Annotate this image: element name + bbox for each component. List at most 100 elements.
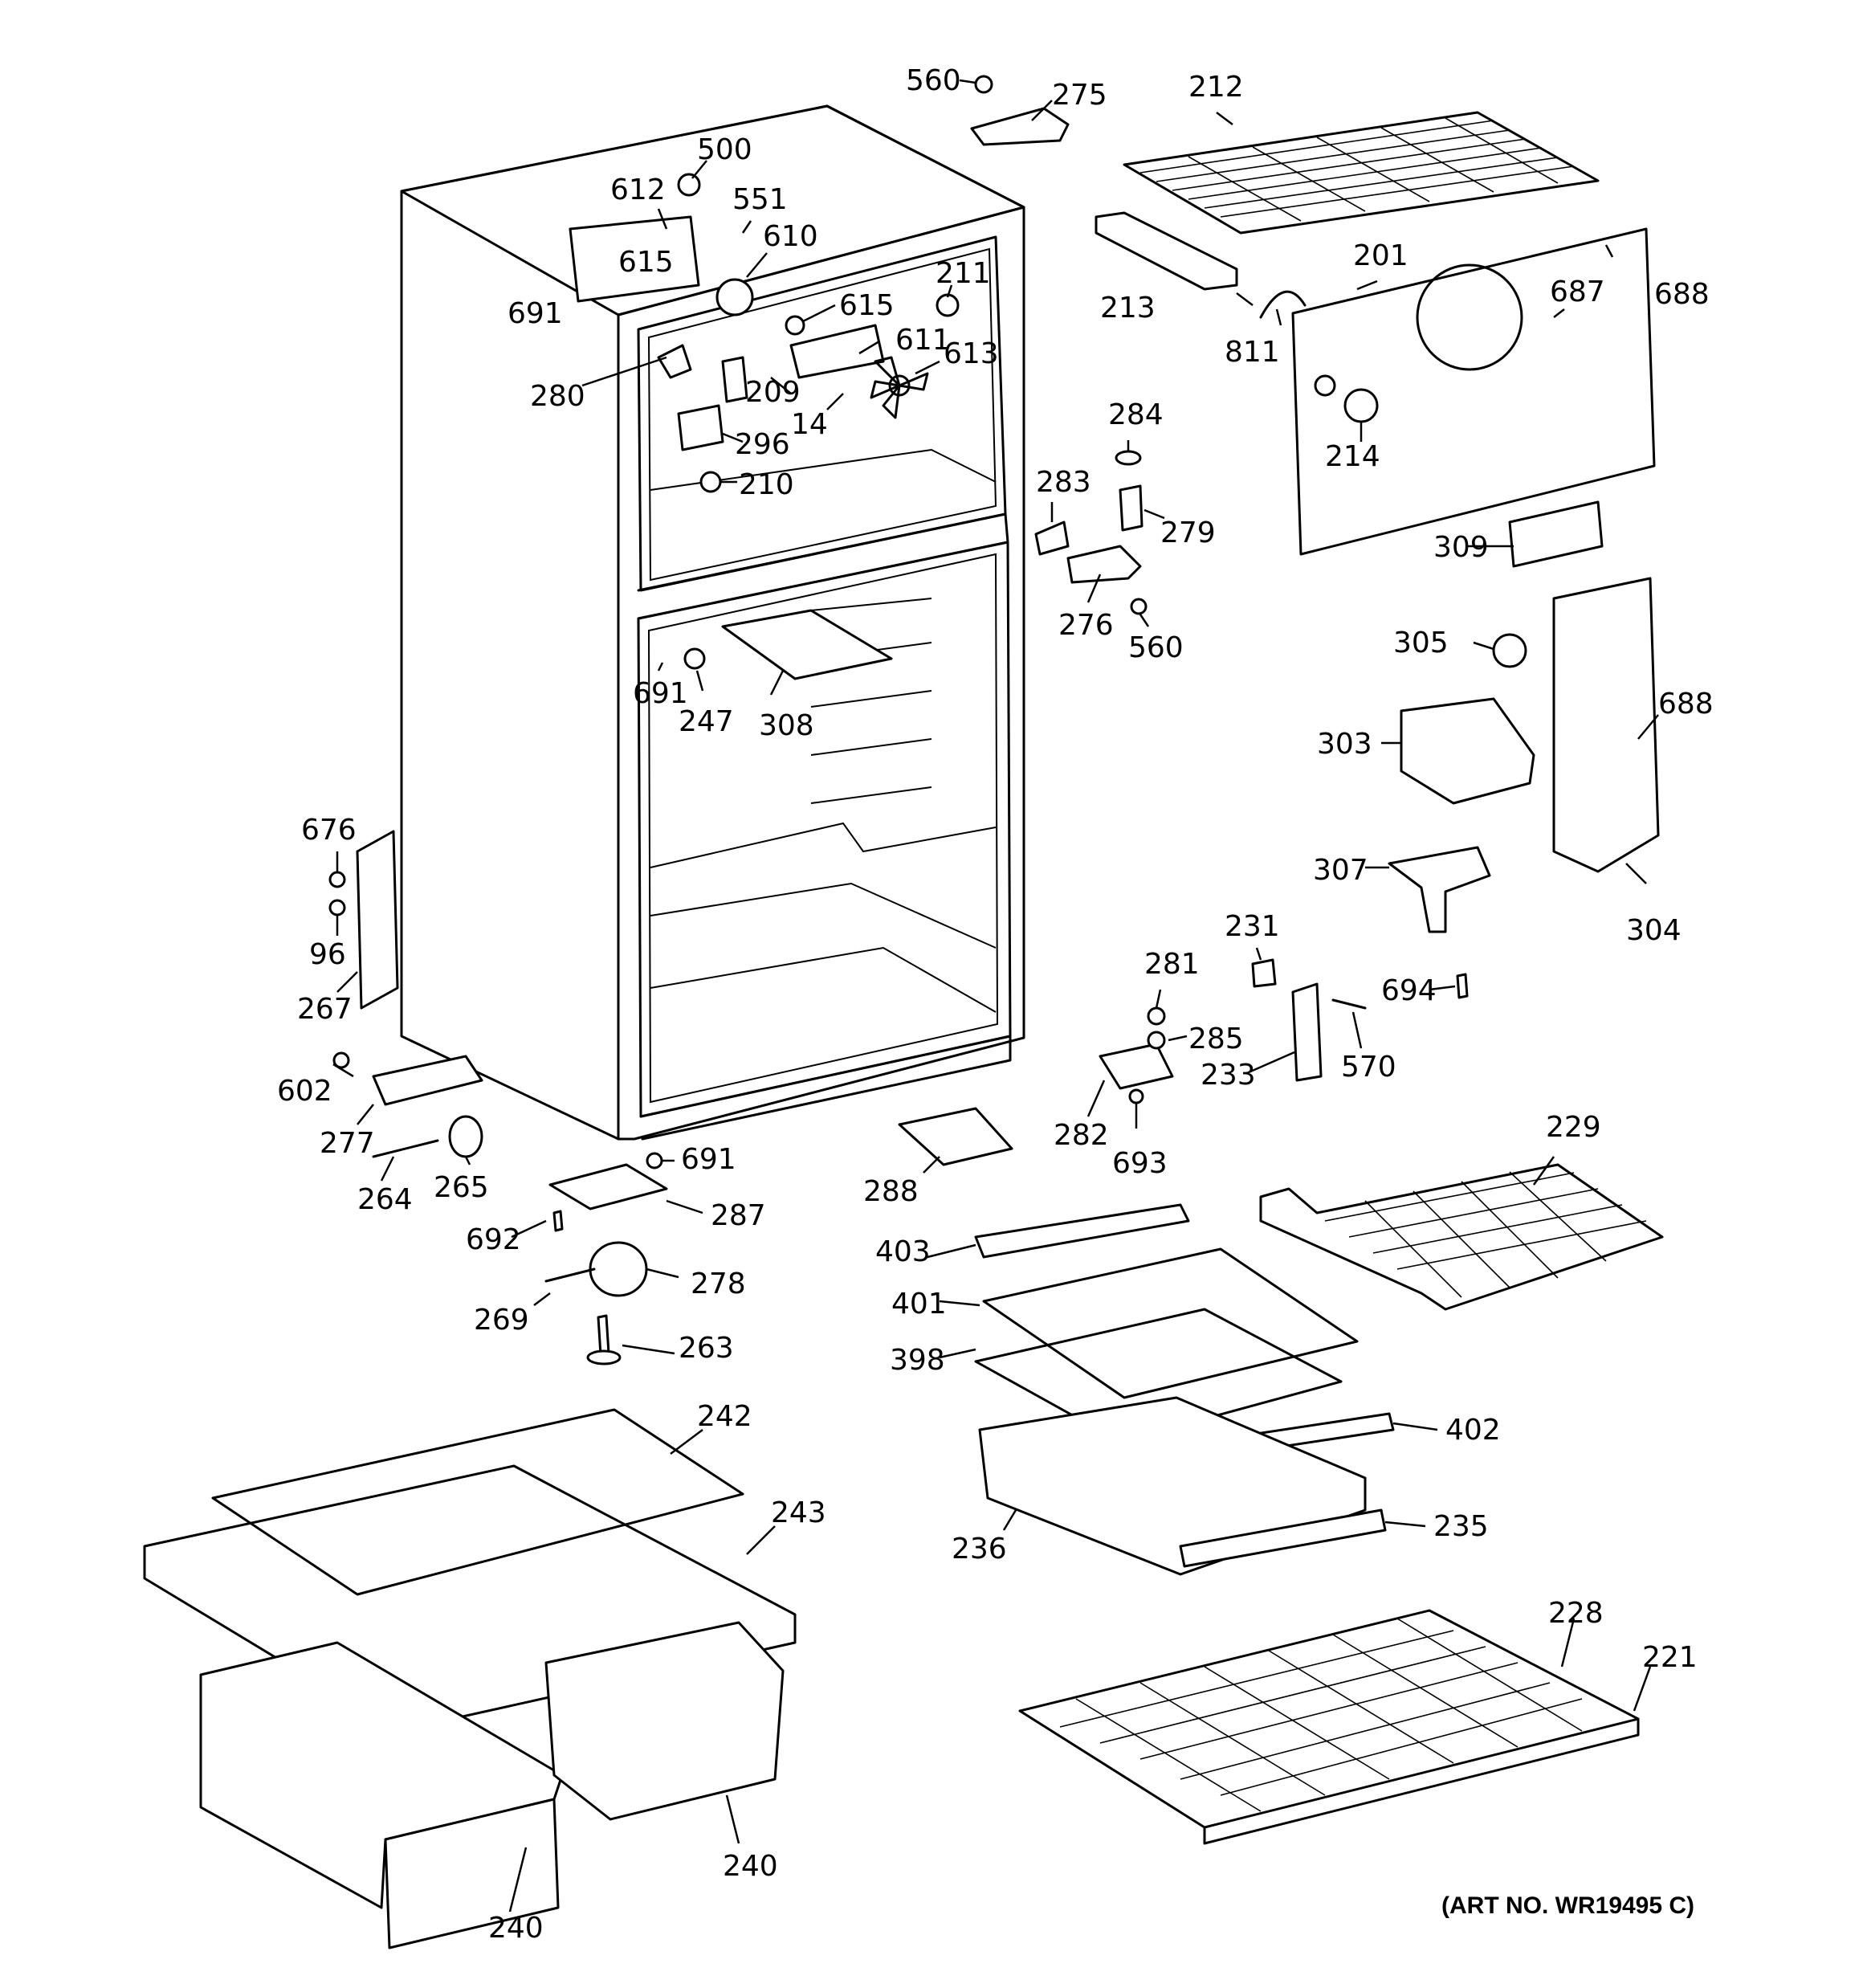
callout-676: 676 [301,814,357,847]
callout-612: 612 [610,173,666,206]
nut-281 [1147,1006,1166,1026]
callout-211: 211 [936,257,991,290]
hinge-267 [356,830,399,1010]
rail-233 [1291,982,1323,1082]
callout-309: 309 [1433,531,1489,564]
callout-275: 275 [1052,79,1107,112]
bracket-283 [1034,520,1070,556]
hinge-276 [1066,545,1142,584]
dispenser-assembly [1388,577,1660,999]
callout-282: 282 [1054,1119,1109,1152]
callout-308: 308 [759,709,814,742]
screw-210 [699,471,722,493]
part-247 [683,647,706,670]
part-231 [1251,958,1277,988]
callout-278: 278 [691,1268,746,1300]
shelf-212 [1123,111,1600,235]
callout-403: 403 [875,1235,931,1268]
callout-398: 398 [890,1344,945,1377]
housing-296 [677,404,724,451]
screw-560 [974,75,993,94]
bottom-hinge-parts [544,1107,1013,1365]
shelf-228 [1018,1609,1640,1845]
callout-688b: 688 [1658,688,1714,720]
callout-231: 231 [1225,910,1280,943]
pin-279 [1119,484,1143,532]
screw-570 [1331,998,1367,1010]
callout-691b: 691 [633,677,688,710]
callout-615: 615 [618,246,674,279]
callout-240a: 240 [488,1912,544,1945]
callout-688: 688 [1654,278,1710,311]
drawer-236 [978,1396,1367,1576]
callout-221: 221 [1642,1641,1698,1674]
control-housing-612 [569,215,700,303]
label-309 [1508,500,1604,568]
callout-233: 233 [1201,1059,1256,1092]
callout-263: 263 [679,1332,734,1365]
callout-560b: 560 [1128,631,1184,664]
callout-307: 307 [1313,854,1368,887]
crisper-right-assembly [974,1203,1395,1576]
screw-694 [1456,973,1469,999]
callout-264: 264 [357,1183,413,1216]
callout-265: 265 [434,1171,489,1204]
callout-560: 560 [906,64,961,97]
roller-265 [448,1115,483,1158]
funnel-303 [1400,697,1535,805]
ice-tray-213 [1095,211,1238,291]
crisper-left-assembly [143,1408,797,1949]
cover-308 [721,609,893,680]
callout-212: 212 [1188,71,1244,104]
callout-247: 247 [679,705,734,738]
hinge-assembly-282 [1099,958,1367,1104]
screw-560b [1130,598,1148,615]
bracket-288 [898,1107,1013,1166]
callout-277: 277 [320,1127,375,1160]
damper-209 [721,356,748,403]
callout-610: 610 [763,220,818,253]
knob-500 [677,173,701,197]
fan-blade-613 [870,356,929,419]
screw-691c [646,1152,663,1170]
thermostat-610 [715,278,754,316]
freezer-components [569,173,960,680]
clip-811 [1259,290,1307,319]
callout-labels: 560 275 212 500 612 551 610 615 691 211 … [277,64,1714,1945]
leveler-263 [597,1314,610,1357]
callout-551: 551 [732,183,788,216]
screw-693 [1128,1088,1144,1104]
callout-283: 283 [1036,466,1091,499]
callout-229: 229 [1546,1111,1601,1144]
callout-570: 570 [1341,1051,1396,1084]
callout-243: 243 [771,1496,826,1529]
housing-304 [1552,577,1660,873]
roller-278 [589,1241,648,1297]
hinge-287 [548,1163,668,1210]
callout-691: 691 [508,297,563,330]
plug-214 [1343,388,1379,423]
callout-276: 276 [1058,609,1114,642]
tray-307 [1388,846,1491,933]
callout-209: 209 [745,376,801,409]
callout-287: 287 [711,1199,766,1232]
callout-691c: 691 [681,1143,736,1176]
leader-lines [332,79,1659,1912]
refrigerator-cabinet [400,104,1025,1141]
callout-269: 269 [474,1304,529,1337]
bracket-277 [372,1055,483,1106]
callout-615b: 615 [839,289,895,322]
art-number: (ART NO. WR19495 C) [1441,1892,1694,1919]
callout-694: 694 [1381,974,1437,1007]
callout-500: 500 [697,133,752,166]
callout-687: 687 [1550,276,1605,308]
callout-305: 305 [1393,627,1449,659]
frame-403 [974,1203,1190,1259]
shelf-229 [1259,1163,1664,1311]
callout-242: 242 [697,1400,752,1433]
callout-214: 214 [1325,440,1380,473]
gear-305 [1492,633,1527,668]
washer-284 [1115,450,1142,466]
pin-269 [544,1268,596,1283]
callout-284: 284 [1108,398,1164,431]
